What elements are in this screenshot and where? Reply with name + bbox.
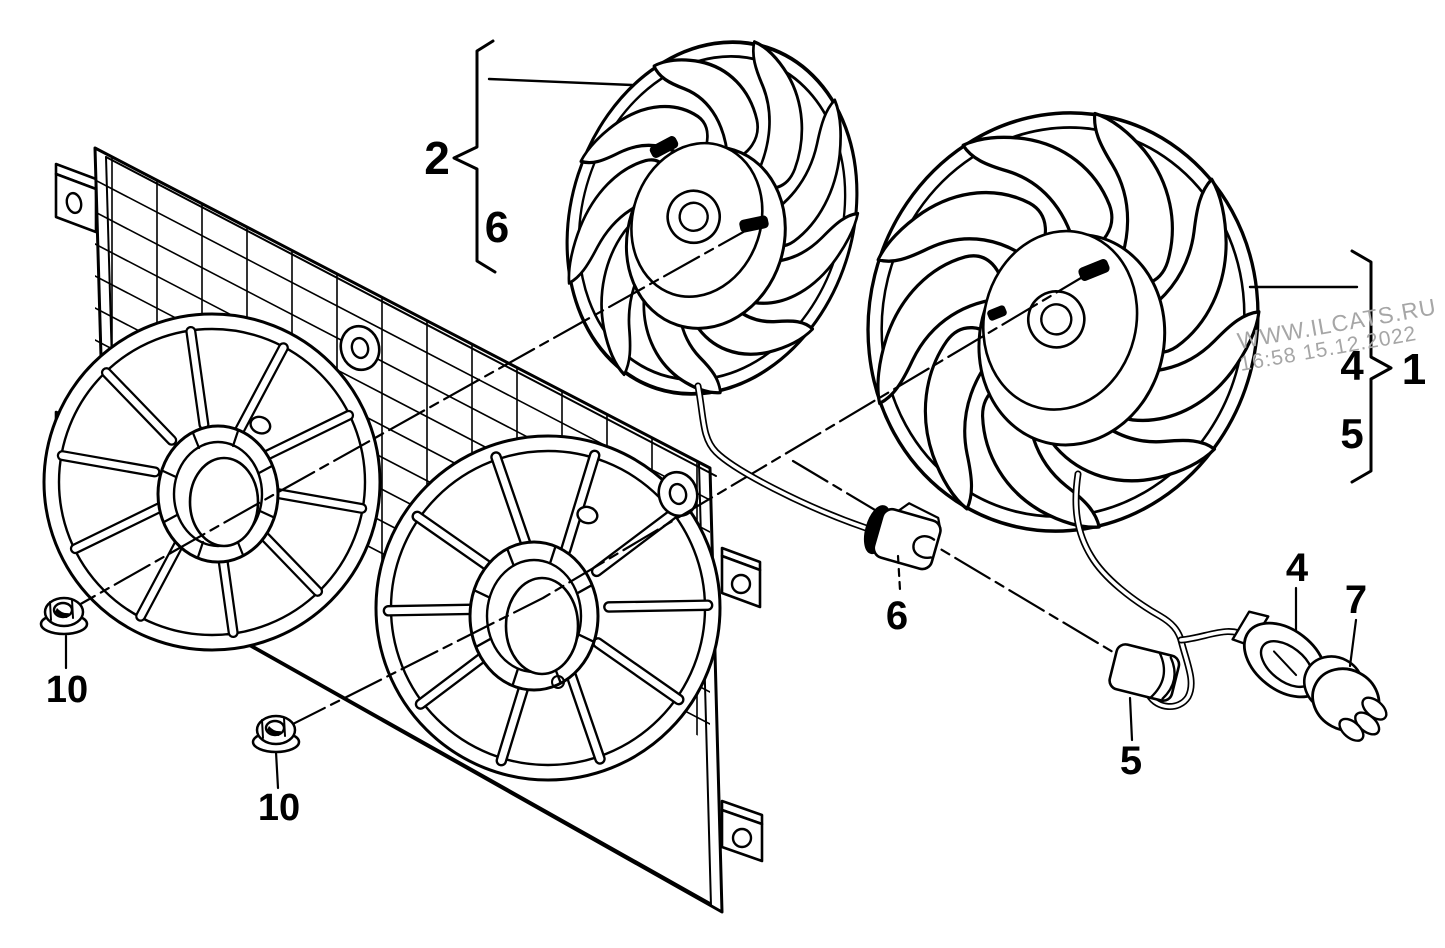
callout-line-group-2 [487,77,634,87]
callout-6-grommet: 6 [886,594,908,638]
fan-hub-small [624,141,787,330]
fan-bolt [987,305,1007,321]
mounting-boss-upper [339,324,381,372]
leader-harness-5 [1128,696,1134,742]
callout-1: 1 [1402,345,1426,394]
mounting-tab-right-lower [720,799,764,863]
callout-7-connector: 7 [1345,578,1367,622]
alignment-line-small-fan [68,224,756,612]
wire-small-fan [694,382,870,532]
hex-nut-rear [251,714,301,754]
cooling-fan-small [564,32,866,399]
fan-bolt [649,136,679,158]
round-connector-7 [1303,655,1388,742]
bracket-group-1 [1350,249,1393,484]
callout-6-group: 6 [485,203,509,252]
alignment-line-harness [791,459,1140,669]
callout-4-connector: 4 [1286,546,1309,590]
leader-connector-7 [1348,618,1358,668]
leader-grommet-6 [896,554,902,592]
harness-connector-5 [1108,643,1181,702]
callout-5-bracket: 5 [1340,410,1363,457]
callout-10-rear: 10 [258,787,300,829]
fan-bolt [739,215,769,233]
shroud-opening-right [339,398,757,817]
callout-10-front: 10 [46,669,88,711]
cooling-fan-large [866,103,1267,533]
mounting-tab-left-upper [54,162,98,234]
mounting-tab-right-upper [720,546,762,609]
bracket-group-2 [452,39,497,274]
fan-shroud [42,146,764,914]
leader-nut-rear [274,750,280,790]
callout-4-bracket: 4 [1340,342,1364,389]
alignment-line-large-fan [277,270,1093,733]
grommet-connector-6 [863,502,942,571]
callout-2: 2 [424,132,450,184]
shroud-opening-left [42,312,382,652]
callout-5-harness: 5 [1120,739,1142,783]
hex-nut-front [39,596,89,636]
